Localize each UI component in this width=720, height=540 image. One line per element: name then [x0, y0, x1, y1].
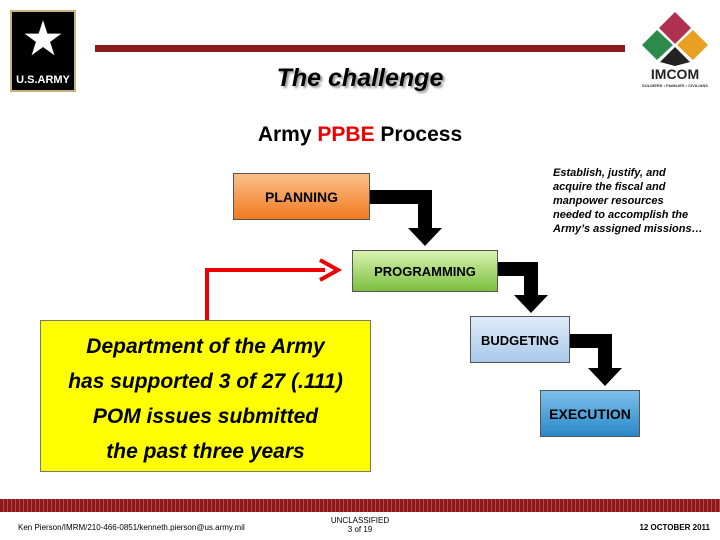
footer-date: 12 OCTOBER 2011	[639, 523, 710, 532]
arrow-programming-budgeting	[498, 262, 548, 313]
subtitle-highlight: PPBE	[317, 123, 375, 146]
process-note: Establish, justify, and acquire the fisc…	[553, 167, 703, 235]
step-budgeting: BUDGETING	[470, 316, 570, 363]
step-planning: PLANNING	[233, 173, 370, 220]
imcom-logo: IMCOM SOLDIERS • FAMILIES • CIVILIANS	[640, 10, 710, 90]
header-bar	[95, 45, 625, 52]
footer-author: Ken Pierson/IMRM/210-466-0851/kenneth.pi…	[18, 523, 245, 532]
subtitle-pre: Army	[257, 123, 312, 146]
slide-subtitle: Army PPBE Process	[0, 123, 720, 147]
footer-bar	[0, 499, 720, 512]
callout-line: the past three years	[106, 440, 305, 463]
subtitle-post: Process	[380, 123, 463, 146]
red-feedback-arrow	[205, 268, 325, 320]
callout-box: Department of the Army has supported 3 o…	[40, 320, 371, 472]
arrow-budgeting-execution	[570, 334, 622, 386]
imcom-name: IMCOM	[650, 66, 700, 82]
page-number: 3 of 19	[347, 525, 373, 534]
army-logo: ★ U.S.ARMY	[10, 10, 76, 92]
star-icon: ★	[21, 13, 65, 66]
imcom-tagline: SOLDIERS • FAMILIES • CIVILIANS	[642, 83, 708, 88]
imcom-emblem-icon	[642, 12, 708, 66]
callout-line: POM issues submitted	[92, 405, 319, 428]
callout-line: has supported 3 of 27 (.111)	[68, 370, 343, 393]
footer-classification: UNCLASSIFIED	[330, 516, 390, 525]
arrow-planning-programming	[370, 190, 442, 246]
army-logo-text: U.S.ARMY	[16, 74, 70, 86]
slide-title: The challenge	[276, 64, 444, 92]
callout-line: Department of the Army	[86, 335, 325, 358]
step-arrows	[370, 190, 622, 386]
step-execution: EXECUTION	[540, 390, 640, 437]
step-programming: PROGRAMMING	[352, 250, 498, 292]
